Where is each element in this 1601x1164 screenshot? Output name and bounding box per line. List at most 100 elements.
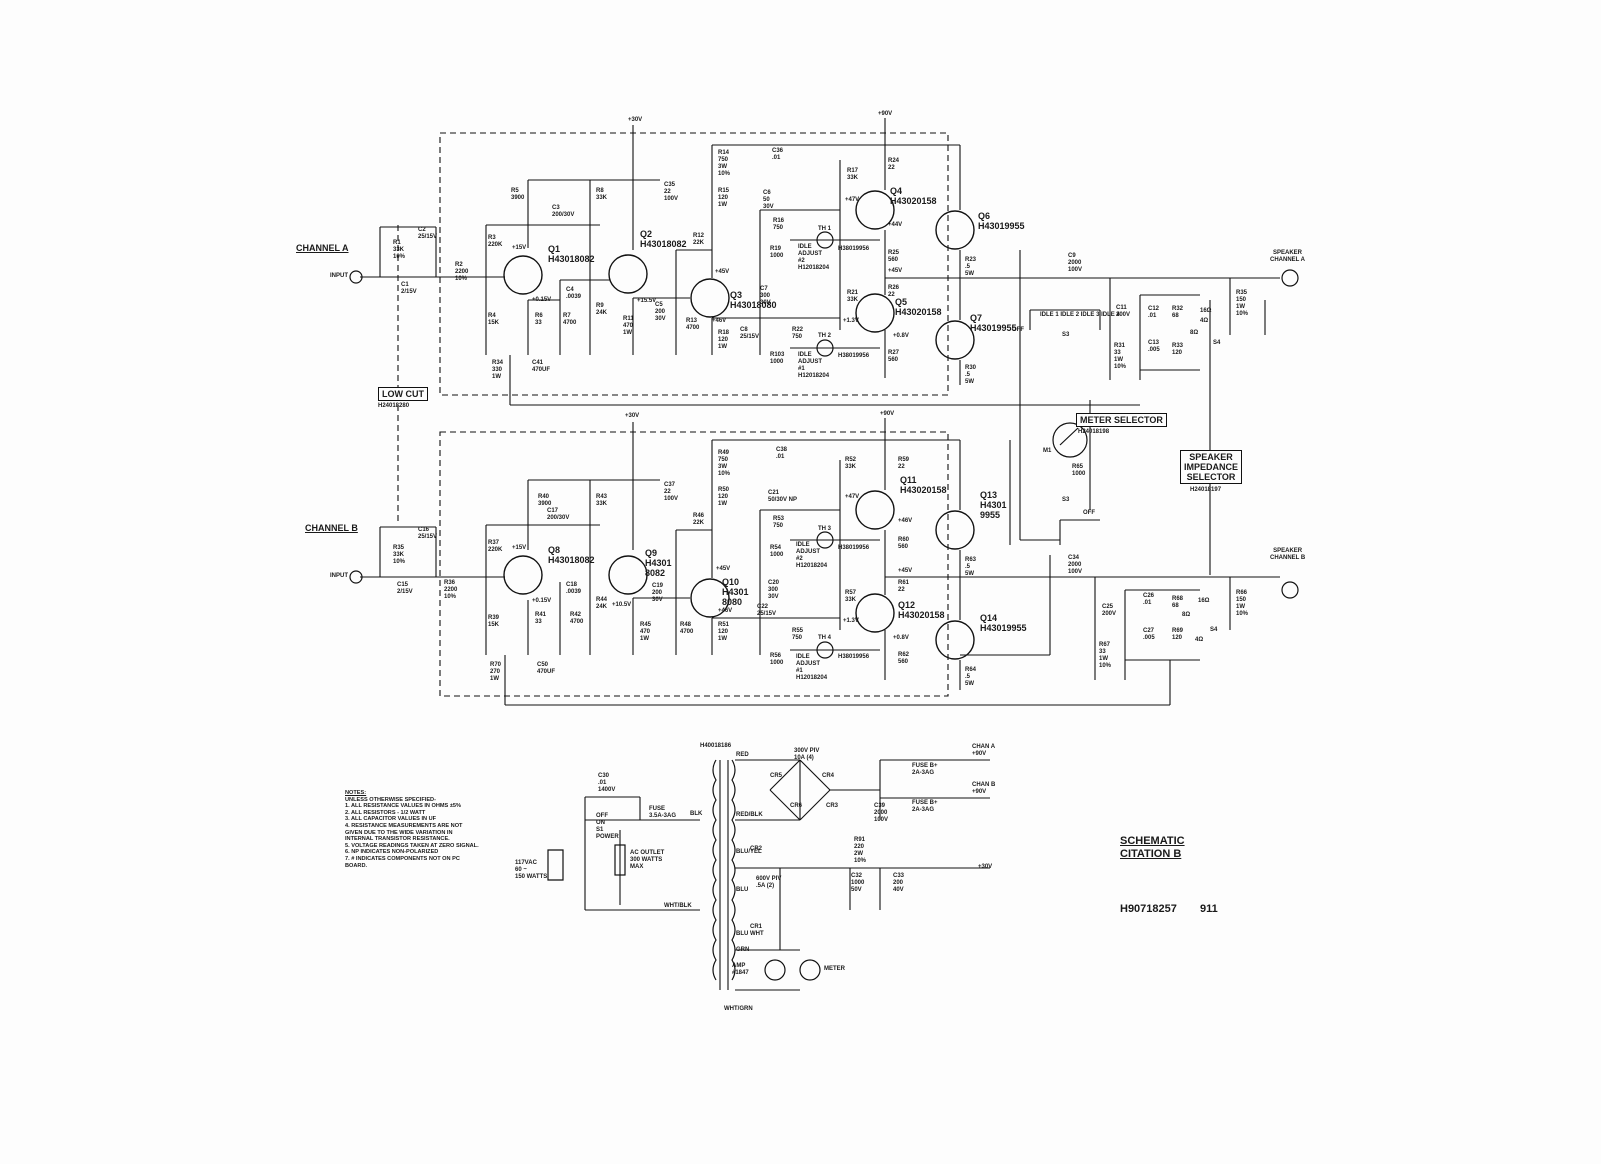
c19-value: 200 (652, 590, 663, 596)
r2-value: 2200 (455, 269, 469, 275)
q10-part-a: H4301 (722, 587, 749, 597)
c4-label: C4.0039 (566, 287, 581, 301)
r21-ref: R21 (847, 290, 859, 296)
input-jack-a (349, 270, 363, 284)
c12-ref: C12 (1148, 306, 1160, 312)
r18-value: 120 (718, 337, 729, 343)
c34-value: 2000 (1068, 562, 1082, 568)
r69-value: 120 (1172, 635, 1183, 641)
s1-on: ON (596, 820, 605, 826)
r30-ref: R30 (965, 365, 977, 371)
board-outline-a (439, 132, 949, 396)
r45-value: 470 (640, 629, 651, 635)
input-jack-b (349, 570, 363, 584)
r18-ref: R18 (718, 330, 730, 336)
fuse-main-value: 3.5A-3AG (649, 813, 677, 819)
r23-value: .5 (965, 264, 971, 270)
r53-value: 750 (773, 523, 784, 529)
q10-ref: Q10 (722, 577, 740, 587)
c38-value: .01 (776, 454, 785, 460)
meter-lamp-symbol (799, 959, 821, 981)
r35b-ref: R35 (393, 545, 405, 551)
c30-volt: 1400V (598, 787, 616, 793)
idle-positions-upper: IDLE 1 IDLE 2 IDLE 3 IDLE 4 (1040, 312, 1120, 319)
c30-ref: C30 (598, 773, 610, 779)
r4-value: 15K (488, 320, 500, 326)
r22-ref: R22 (792, 327, 804, 333)
c27-ref: C27 (1143, 628, 1155, 634)
va-mid: +45V (888, 268, 903, 274)
r103-value: 1000 (770, 359, 784, 365)
c37-volt: 100V (664, 496, 679, 502)
notes-line-2: 1. ALL RESISTANCE VALUES IN OHMS ±5% (345, 803, 461, 810)
r2-ref: R2 (455, 262, 463, 268)
c18-ref: C18 (566, 582, 578, 588)
r35-value: 150 (1236, 297, 1247, 303)
meter-m1-label: M1 (1043, 448, 1052, 454)
notes-line-7: 6. NP INDICATES NON-POLARIZED (345, 849, 439, 856)
mains-l2: 60 ~ (515, 867, 527, 873)
c21-value: 50/30V NP (768, 497, 798, 503)
r59-value: 22 (898, 464, 905, 470)
r35b-value: 33K (393, 552, 405, 558)
c2-value: 25/15V (418, 234, 438, 240)
fuse-a-value: 2A-3AG (912, 770, 935, 776)
c20-volt: 30V (768, 594, 779, 600)
c25-ref: C25 (1102, 604, 1114, 610)
r67-value: 33 (1099, 649, 1106, 655)
r45-ref: R45 (640, 622, 652, 628)
c39-ref: C39 (874, 803, 886, 809)
r9-value: 24K (596, 310, 608, 316)
r13-ref: R13 (686, 318, 698, 324)
fuse-a-ref: FUSE B+ (912, 763, 938, 769)
th3-symbol (816, 531, 834, 549)
r31-tol: 10% (1114, 364, 1127, 370)
r57-value: 33K (845, 597, 857, 603)
r44-value: 24K (596, 604, 608, 610)
wire-wht-blk: WHT/BLK (664, 903, 692, 909)
r66-value: 150 (1236, 597, 1247, 603)
diode-l2: .5A (2) (756, 883, 775, 889)
transformer-secondary-coil (731, 759, 736, 981)
r37-value: 220K (488, 547, 503, 553)
va-q2-emitter: +15.5V (637, 298, 657, 304)
q11-part: H43020158 (900, 485, 947, 495)
r56-value: 1000 (770, 660, 784, 666)
c4-value: .0039 (566, 294, 582, 300)
rail-b-90v: +90V (880, 411, 895, 417)
meter-s3-lower: S3 (1062, 497, 1070, 503)
c26-ref: C26 (1143, 593, 1155, 599)
r17-ref: R17 (847, 168, 859, 174)
cr4-label: CR4 (822, 773, 835, 779)
q10-part-b: 8080 (722, 597, 743, 607)
r67-tol: 10% (1099, 663, 1112, 669)
r22-value: 750 (792, 334, 803, 340)
r54-value: 1000 (770, 552, 784, 558)
notes-line-3: 2. ALL RESISTORS - 1/2 WATT (345, 809, 426, 816)
r37-ref: R37 (488, 540, 500, 546)
q13-part-b: 9955 (980, 510, 1001, 520)
ohm-4-b: 4Ω (1195, 637, 1204, 643)
